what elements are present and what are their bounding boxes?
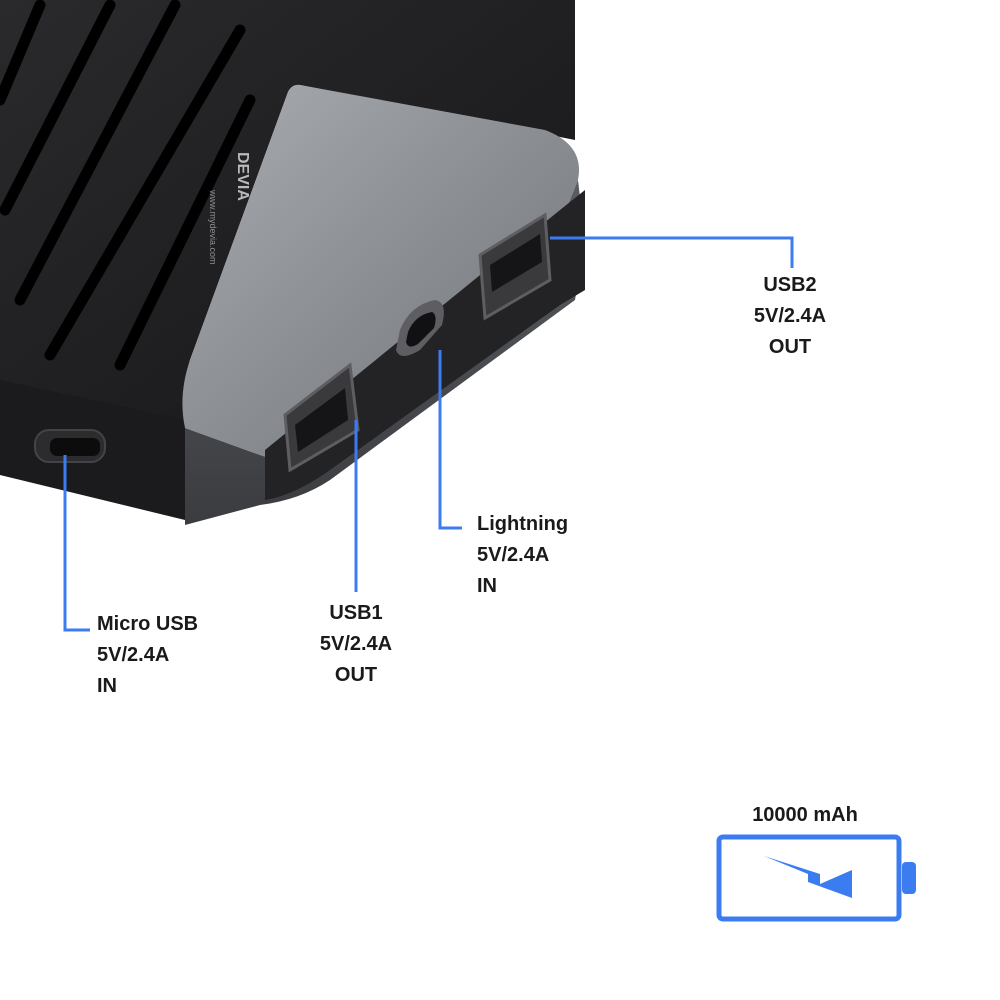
usb1-port — [283, 362, 360, 473]
lightning-callout-line — [438, 350, 462, 530]
usb1-direction: OUT — [334, 664, 378, 686]
lightning-port — [396, 300, 444, 356]
battery-terminal — [902, 862, 916, 894]
metal-cap-top — [182, 84, 580, 462]
lightning-label: Lightning 5V/2.4A IN — [477, 509, 568, 602]
usb1-spec: 5V/2.4A — [319, 633, 393, 655]
micro-usb-port — [34, 429, 106, 463]
brand-mark: DEVIA — [234, 152, 251, 201]
usb1-label: USB1 5V/2.4A OUT — [296, 598, 416, 691]
lightning-name: Lightning — [477, 513, 569, 535]
metal-cap-edge — [185, 180, 585, 525]
battery-capacity: 10000 mAh — [752, 804, 858, 826]
usb2-callout-line — [550, 236, 794, 268]
lightning-direction: IN — [477, 575, 497, 597]
usb2-name: USB2 — [763, 274, 817, 296]
micro-usb-name: Micro USB — [97, 613, 199, 635]
usb2-port — [478, 212, 552, 321]
micro-usb-callout-line — [63, 455, 90, 632]
battery-charging-icon — [716, 834, 916, 922]
usb2-direction: OUT — [768, 336, 812, 358]
battery-outline — [716, 834, 902, 922]
usb1-name: USB1 — [329, 602, 383, 624]
usb2-label: USB2 5V/2.4A OUT — [730, 270, 850, 363]
micro-usb-spec: 5V/2.4A — [97, 644, 170, 666]
body-ribs — [0, 0, 256, 371]
lightning-spec: 5V/2.4A — [477, 544, 550, 566]
usb2-spec: 5V/2.4A — [753, 305, 827, 327]
brand-url: www.mydevia.com — [208, 189, 218, 265]
micro-usb-direction: IN — [97, 675, 117, 697]
lightning-bolt-icon — [764, 856, 852, 898]
micro-usb-label: Micro USB 5V/2.4A IN — [97, 609, 198, 702]
callout-lines — [63, 236, 794, 632]
